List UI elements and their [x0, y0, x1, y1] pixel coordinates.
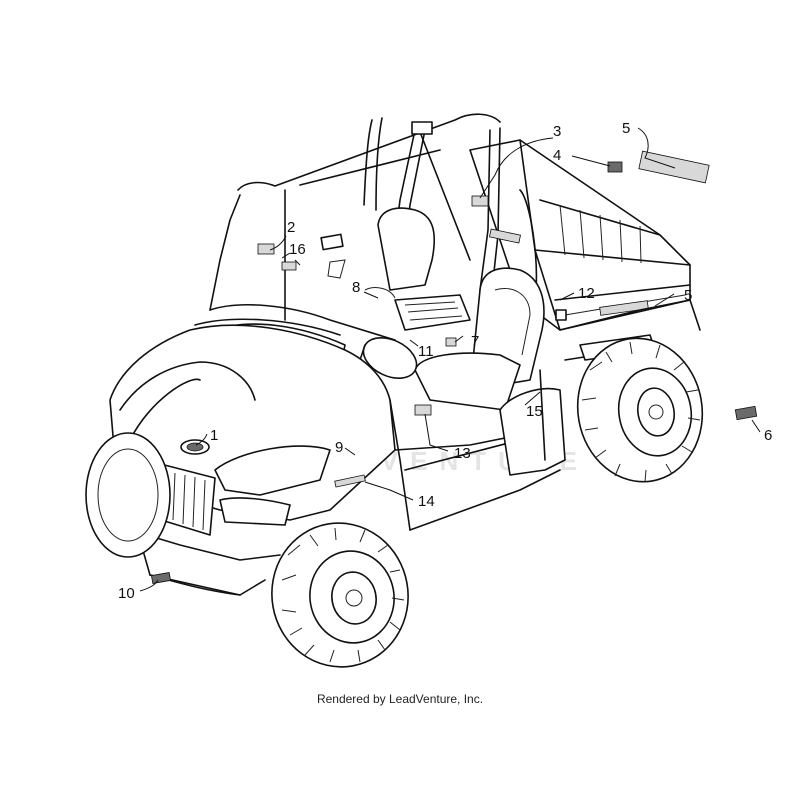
- decal-7: [445, 337, 457, 347]
- decals: [150, 150, 758, 584]
- seats: [377, 207, 545, 411]
- callout-10: 10: [118, 585, 135, 602]
- callout-12: 12: [578, 285, 595, 302]
- leader-lines: [139, 127, 761, 592]
- render-credit: Rendered by LeadVenture, Inc.: [316, 692, 484, 706]
- rear-right-wheel: [576, 337, 704, 483]
- callout-5-side: 5: [684, 287, 692, 304]
- callout-7: 7: [471, 333, 479, 350]
- front-left-wheel: [85, 432, 171, 558]
- callout-9: 9: [335, 439, 343, 456]
- decal-14: [334, 474, 366, 488]
- decal-4: [607, 161, 623, 173]
- decal-6: [734, 405, 758, 421]
- callout-14: 14: [418, 493, 435, 510]
- callout-8: 8: [352, 279, 360, 296]
- decal-3: [471, 195, 489, 207]
- callout-13: 13: [454, 445, 471, 462]
- callout-16: 16: [289, 241, 306, 258]
- callout-3: 3: [553, 123, 561, 140]
- decal-13: [414, 404, 432, 416]
- callout-11: 11: [418, 343, 434, 360]
- decal-back: [489, 228, 521, 244]
- roll-cage: [209, 113, 538, 321]
- callout-labels: 1 2 3 4 5 5 6 7 8 9 10 11 12 13 14 15 16: [118, 120, 772, 602]
- callout-6: 6: [764, 427, 772, 444]
- decal-5-rear: [638, 150, 710, 184]
- decal-10: [150, 572, 172, 584]
- callout-4: 4: [553, 147, 561, 164]
- callout-5-top: 5: [622, 120, 630, 137]
- front-right-wheel: [271, 522, 409, 668]
- callout-1: 1: [210, 427, 218, 444]
- callout-15: 15: [526, 403, 543, 420]
- callout-2: 2: [287, 219, 295, 236]
